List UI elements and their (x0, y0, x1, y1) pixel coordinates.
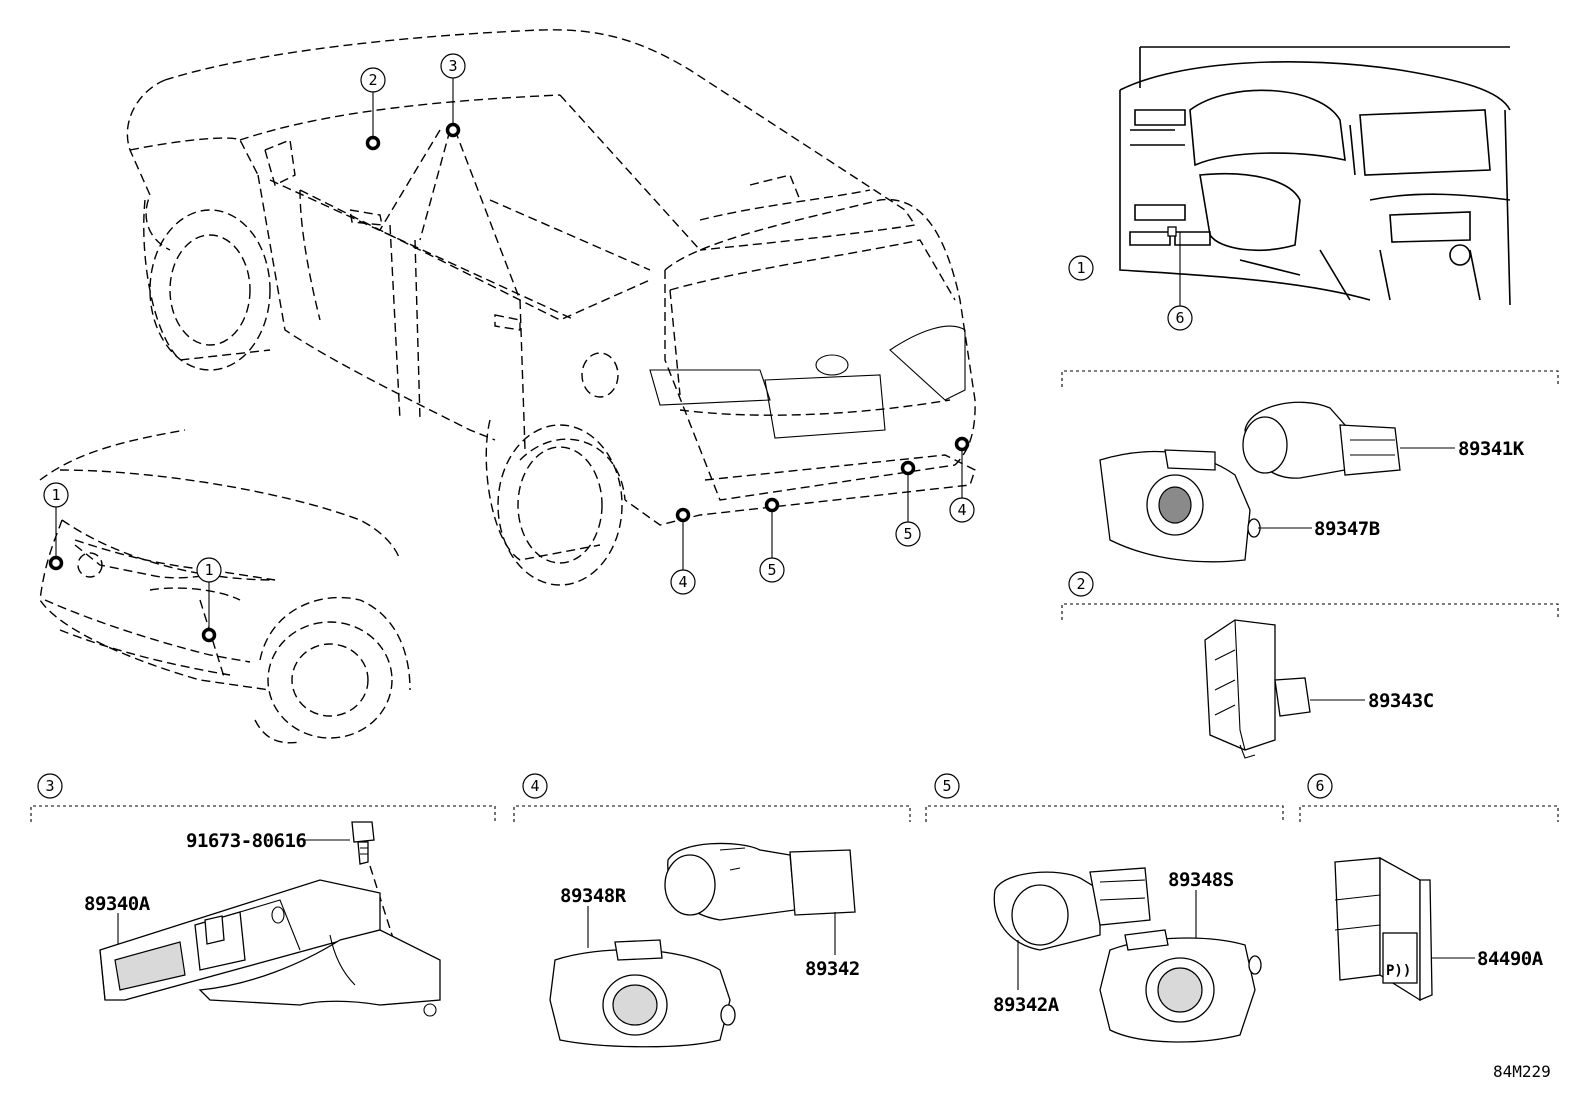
callout-1-section: 1 (1068, 255, 1094, 281)
callout-4-car-left: 4 (670, 569, 696, 595)
part-number-89348R: 89348R (560, 885, 627, 907)
callout-2-car: 2 (360, 67, 386, 93)
callout-6-section: 6 (1307, 773, 1333, 799)
callout-5-car-left: 5 (759, 557, 785, 583)
part-number-89343C: 89343C (1368, 690, 1434, 712)
svg-text:6: 6 (1175, 309, 1184, 327)
svg-text:2: 2 (368, 71, 377, 89)
part-number-89342: 89342 (805, 958, 860, 980)
part-number-89347B: 89347B (1314, 518, 1380, 540)
bezel-89347B-drawing (1099, 449, 1261, 563)
callout-5-section: 5 (934, 773, 960, 799)
part-number-89341K: 89341K (1458, 438, 1525, 460)
svg-text:4: 4 (530, 777, 539, 795)
callout-1-front-right: 1 (196, 557, 222, 583)
callout-4-car-right: 4 (949, 497, 975, 523)
svg-text:1: 1 (51, 486, 60, 504)
part-number-84490A: 84490A (1477, 948, 1544, 970)
callout-3-section: 3 (37, 773, 63, 799)
p-sonar-glyph: P)) (1386, 963, 1411, 979)
sensor-marker (201, 627, 217, 643)
section-1: 1 89341K 89347B (1061, 255, 1559, 563)
svg-text:5: 5 (903, 525, 912, 543)
part-number-89342A: 89342A (993, 994, 1060, 1016)
sensor-marker (48, 555, 64, 571)
bezel-89348R-drawing (549, 939, 736, 1048)
sensor-marker (900, 460, 916, 476)
sensor-marker (445, 122, 461, 138)
section-5: 5 89342A 89348S (925, 773, 1284, 1043)
sensor-marker (954, 436, 970, 452)
part-number-91673-80616: 91673-80616 (186, 830, 306, 852)
bolt-91673-80616-drawing (351, 821, 375, 865)
callout-6-dashboard: 6 (1167, 305, 1193, 331)
dashboard-view (1119, 46, 1511, 306)
callout-4-section: 4 (522, 773, 548, 799)
section-2: 2 89343C (1061, 571, 1559, 759)
sensor-89342A-drawing (993, 867, 1151, 951)
ecu-89343C-drawing (1204, 619, 1311, 759)
svg-text:4: 4 (957, 501, 966, 519)
svg-text:4: 4 (678, 573, 687, 591)
callout-5-car-right: 5 (895, 521, 921, 547)
sensor-marker (365, 135, 381, 151)
switch-84490A-drawing: P)) (1334, 856, 1433, 1002)
part-number-89348S: 89348S (1168, 869, 1234, 891)
svg-text:2: 2 (1076, 575, 1085, 593)
callout-3-car: 3 (440, 53, 466, 79)
svg-text:5: 5 (767, 561, 776, 579)
svg-text:3: 3 (45, 777, 54, 795)
callout-1-front-left: 1 (43, 482, 69, 508)
svg-text:5: 5 (942, 777, 951, 795)
sensor-marker (675, 507, 691, 523)
svg-text:1: 1 (1076, 259, 1085, 277)
diagram-code: 84M229 (1493, 1062, 1551, 1081)
vehicle-rear-view (126, 29, 976, 586)
svg-text:6: 6 (1315, 777, 1324, 795)
svg-text:3: 3 (448, 57, 457, 75)
section-4: 4 89342 89348R (513, 773, 911, 1048)
sensor-marker (764, 497, 780, 513)
section-6: 6 P)) 84490A (1299, 773, 1559, 1002)
part-number-89340A: 89340A (84, 893, 151, 915)
bezel-89348S-drawing (1099, 929, 1262, 1043)
vehicle-front-view (39, 429, 411, 744)
callout-2-section: 2 (1068, 571, 1094, 597)
svg-text:1: 1 (204, 561, 213, 579)
sensor-89342-drawing (664, 842, 856, 921)
ecu-89340A-drawing (99, 879, 441, 1017)
section-3: 3 91673-80616 89340A (30, 773, 496, 1017)
sensor-89341K-drawing (1242, 401, 1401, 479)
